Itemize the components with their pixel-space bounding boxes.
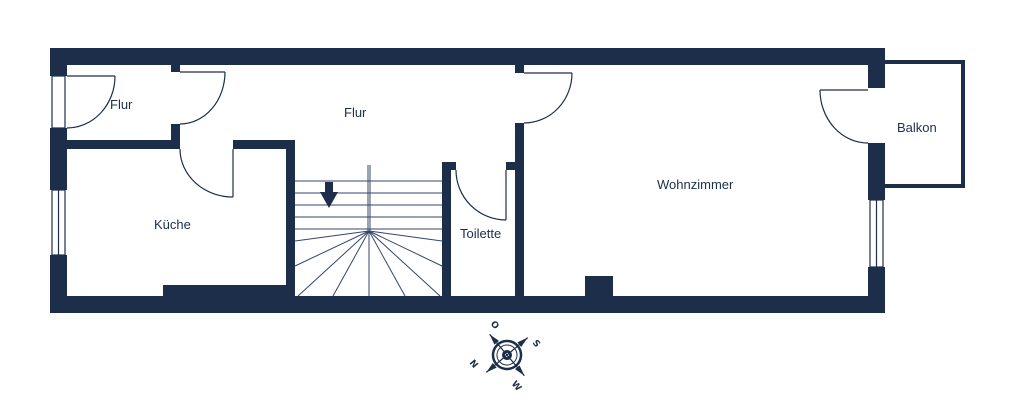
wall-kitchen-top-right <box>233 140 295 149</box>
wall-kitchen-right <box>286 140 295 313</box>
compass-label-south: S <box>530 338 542 349</box>
door-toilet <box>455 169 507 221</box>
wall-right-upper <box>868 48 885 88</box>
wall-living-niche <box>585 276 613 313</box>
wall-flur-right-top <box>515 65 524 73</box>
wall-top <box>50 48 885 65</box>
wall-flur-small-bottom <box>50 140 180 149</box>
compass-rose-icon <box>485 333 529 377</box>
wall-left-upper <box>50 48 67 76</box>
compass-label-west: W <box>509 379 523 393</box>
wall-left-lower <box>50 255 67 313</box>
window-flur-small <box>51 75 66 129</box>
wall-right-lower <box>868 267 885 313</box>
wall-flur-small-right-bottom <box>171 124 180 149</box>
room-label-balkon: Balkon <box>897 120 937 135</box>
interior-walls <box>50 65 613 313</box>
wall-left-mid <box>50 128 67 190</box>
window-living <box>869 199 884 268</box>
arrow-down-icon <box>320 182 338 208</box>
room-label-toilette: Toilette <box>460 226 501 241</box>
wall-kitchen-bottom-thick <box>163 285 295 313</box>
door-balcony <box>819 89 869 144</box>
windows <box>51 75 884 268</box>
room-label-wohnzimmer: Wohnzimmer <box>657 177 734 192</box>
staircase <box>294 165 443 297</box>
balcony <box>877 60 965 188</box>
door-kitchen <box>179 148 234 198</box>
window-kitchen <box>51 189 66 256</box>
doors <box>66 71 869 221</box>
door-living <box>523 72 573 124</box>
wall-toilet-left <box>442 162 451 313</box>
wall-toilet-right <box>515 123 524 313</box>
wall-toilet-top-right <box>506 162 519 170</box>
balcony-outline <box>877 60 965 188</box>
wall-flur-small-right-top <box>171 65 180 72</box>
compass-label-north: N <box>467 358 480 370</box>
wall-right-mid <box>868 143 885 200</box>
door-flur-connect <box>179 71 226 125</box>
room-label-flur-main: Flur <box>344 105 367 120</box>
door-entrance <box>66 75 116 129</box>
compass-label-east: O <box>488 319 501 332</box>
outer-walls <box>50 48 885 313</box>
room-label-flur-small: Flur <box>110 97 133 112</box>
room-label-kueche: Küche <box>154 217 191 232</box>
wall-toilet-top-left <box>442 162 456 170</box>
